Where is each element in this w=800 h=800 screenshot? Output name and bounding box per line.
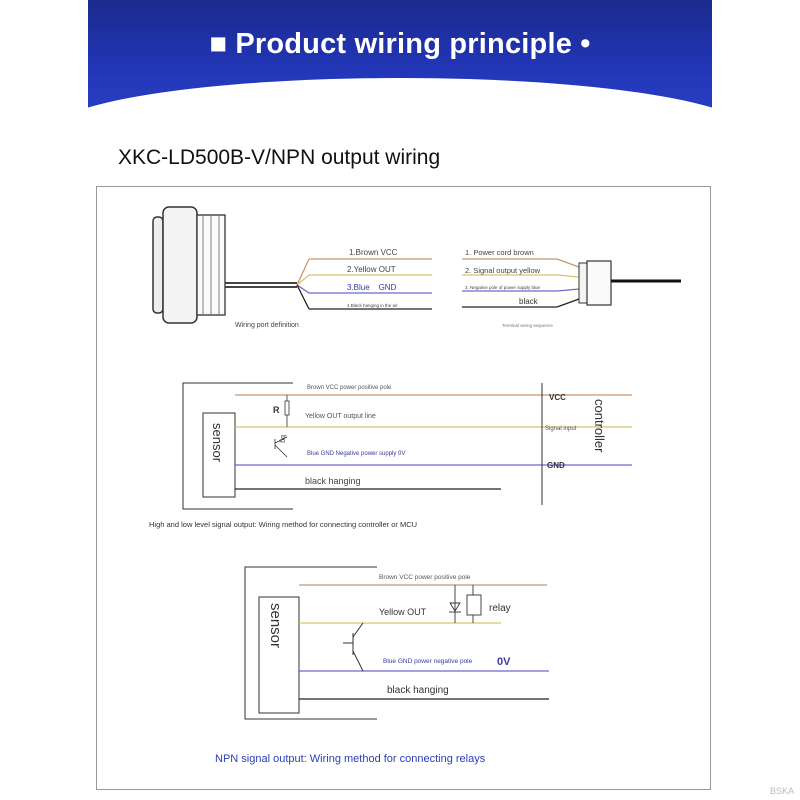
wire-label-brown: 1.Brown VCC	[349, 248, 398, 257]
section-heading: XKC-LD500B-V/NPN output wiring	[118, 146, 441, 169]
line2-black-label: black hanging	[387, 685, 449, 696]
terminal-caption: Terminal wiring sequence	[502, 323, 553, 328]
wiring-diagram: 1.Brown VCC 2.Yellow OUT 3.Blue GND 4.Bl…	[149, 206, 681, 765]
cable-fanout-left: 1.Brown VCC 2.Yellow OUT 3.Blue GND 4.Bl…	[235, 248, 432, 329]
header-banner: ■ Product wiring principle •	[88, 0, 712, 118]
diagram2-caption: NPN signal output: Wiring method for con…	[215, 753, 486, 765]
terminal-label-blue: 3. Negative pole of power supply blue	[465, 285, 541, 290]
terminal-label-black: black	[519, 297, 539, 306]
controller-label: controller	[592, 399, 607, 453]
diagram1-caption: High and low level signal output: Wiring…	[149, 520, 417, 529]
wire-label-yellow: 2.Yellow OUT	[347, 265, 396, 274]
wire-label-blue: 3.Blue GND	[347, 283, 397, 292]
line1-gnd-label: Blue GND Negative power supply 0V	[307, 451, 405, 457]
sensor-label-1: sensor	[210, 423, 225, 463]
controller-vcc: VCC	[549, 393, 566, 402]
controller-diagram: sensor R bg Brown VCC power positive pol…	[149, 382, 632, 529]
resistor-label: R	[273, 405, 280, 415]
line2-vcc-label: Brown VCC power positive pole	[379, 574, 471, 581]
sensor-body-illustration	[152, 206, 297, 324]
page-title: ■ Product wiring principle •	[209, 28, 591, 60]
line2-out-label: Yellow OUT	[379, 607, 427, 617]
line1-out-label: Yellow OUT output line	[305, 413, 376, 420]
controller-gnd: GND	[547, 461, 565, 470]
line1-vcc-label: Brown VCC power positive pole	[307, 385, 392, 391]
terminal-connector: 1. Power cord brown 2. Signal output yel…	[462, 248, 681, 328]
watermark: BSKA	[769, 786, 794, 796]
page-subtitle: USAGE METHOD	[328, 88, 472, 107]
line2-gnd-label: Blue GND power negative pole	[383, 658, 473, 665]
transistor-label-1: bg	[279, 435, 286, 443]
wiring-diagram-panel: 1.Brown VCC 2.Yellow OUT 3.Blue GND 4.Bl…	[96, 186, 711, 790]
line1-black-label: black hanging	[305, 476, 361, 486]
controller-signal-input: Signal input	[545, 426, 577, 432]
terminal-label-yellow: 2. Signal output yellow	[465, 266, 541, 275]
relay-label: relay	[489, 603, 511, 614]
sensor-label-2: sensor	[267, 603, 284, 648]
wiring-port-caption: Wiring port definition	[235, 322, 299, 329]
relay-diagram: sensor relay Brown VCC power positive po…	[215, 566, 549, 765]
wire-label-black: 4.Black hanging in the air	[347, 303, 398, 308]
line2-ov-label: 0V	[497, 656, 511, 668]
terminal-label-brown: 1. Power cord brown	[465, 248, 534, 257]
